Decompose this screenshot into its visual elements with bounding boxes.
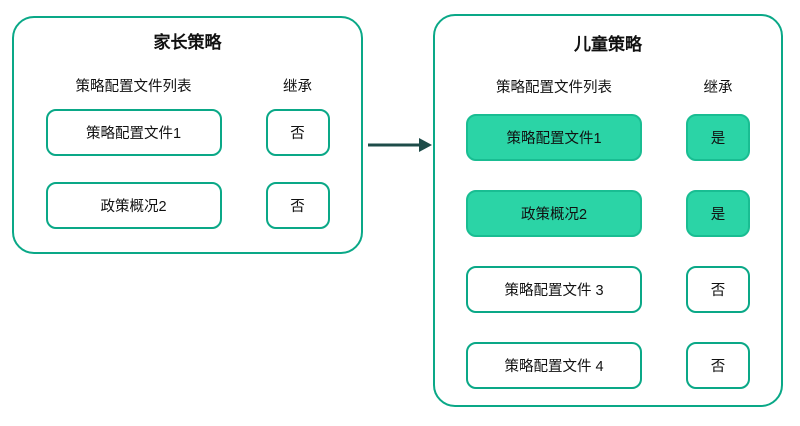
column-headers: 策略配置文件列表 继承	[435, 79, 781, 97]
right-arrow-icon	[368, 138, 432, 152]
policy-row: 策略配置文件 4 否	[435, 342, 781, 389]
inherit-value-box: 是	[686, 190, 750, 237]
parent-policy-panel: 家长策略 策略配置文件列表 继承 策略配置文件1 否 政策概况2 否	[12, 16, 363, 254]
policy-profile-box: 政策概况2	[466, 190, 642, 237]
policy-row: 策略配置文件1 否	[14, 109, 361, 156]
policy-profile-box: 政策概况2	[45, 182, 222, 229]
inherit-value-box: 否	[686, 266, 750, 313]
policy-row: 政策概况2 是	[435, 190, 781, 237]
panel-title: 家长策略	[153, 33, 222, 52]
list-column-header: 策略配置文件列表	[75, 79, 192, 95]
policy-row: 策略配置文件 3 否	[435, 266, 781, 313]
list-column-header: 策略配置文件列表	[496, 80, 612, 96]
column-headers: 策略配置文件列表 继承	[14, 78, 361, 96]
inherit-value-box: 是	[686, 114, 750, 161]
child-policy-panel: 儿童策略 策略配置文件列表 继承 策略配置文件1 是 政策概况2 是 策略配置文…	[433, 14, 783, 407]
inherit-value-box: 否	[265, 182, 330, 229]
policy-profile-box: 策略配置文件 3	[466, 266, 642, 313]
inherit-column-header: 继承	[703, 80, 733, 96]
policy-profile-box: 策略配置文件1	[466, 114, 642, 161]
policy-profile-box: 策略配置文件 4	[466, 342, 642, 389]
inherit-column-header: 继承	[283, 79, 312, 95]
inherit-value-box: 否	[686, 342, 750, 389]
policy-row: 策略配置文件1 是	[435, 114, 781, 161]
policy-profile-box: 策略配置文件1	[45, 109, 222, 156]
policy-row: 政策概况2 否	[14, 182, 361, 229]
inherit-value-box: 否	[265, 109, 330, 156]
panel-title: 儿童策略	[574, 35, 642, 54]
